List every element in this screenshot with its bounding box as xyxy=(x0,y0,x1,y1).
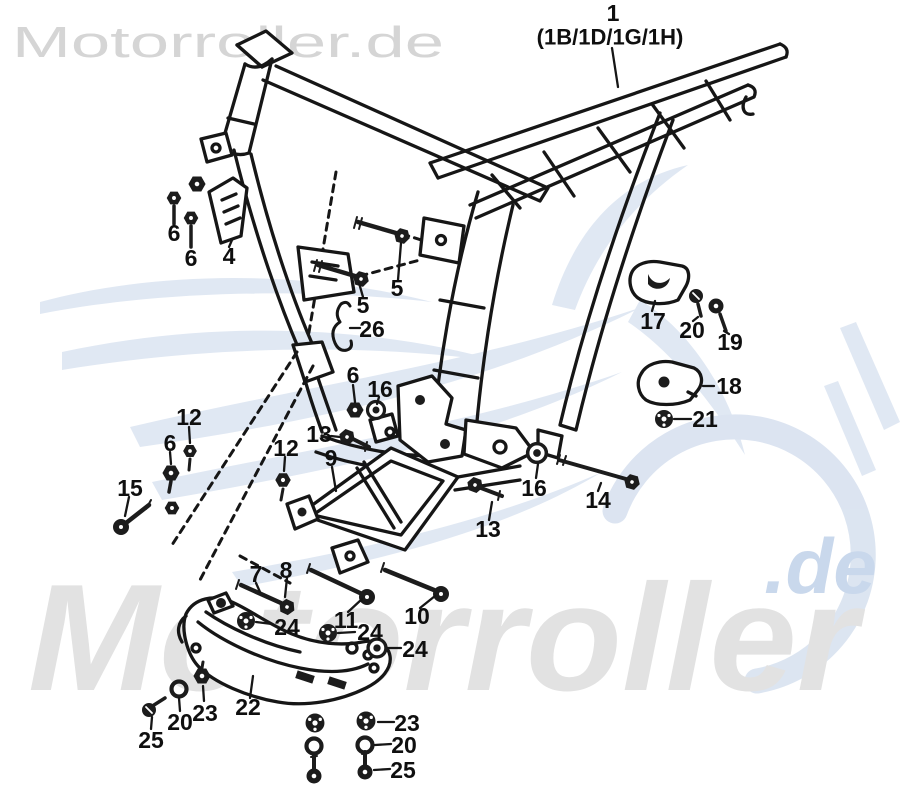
part-16-nut-right xyxy=(525,441,549,465)
part-label-4-2: 4 xyxy=(223,243,236,269)
part-label-16-12: 16 xyxy=(367,376,393,402)
part-13-bolt-right xyxy=(465,475,504,501)
part-label-10-25: 10 xyxy=(404,603,430,629)
spine-brackets xyxy=(296,216,466,302)
part-label-24-26: 24 xyxy=(274,614,300,640)
watermark-big-text: Motorroller xyxy=(28,553,866,723)
part-6-bolt xyxy=(166,176,206,249)
frame-drawing xyxy=(170,29,789,706)
part-label-20-31: 20 xyxy=(167,709,193,735)
watermark-top-logo: Motorroller.de xyxy=(12,18,444,67)
frame-variant-codes: (1B/1D/1G/1H) xyxy=(537,25,684,50)
part-6-bolt-lower xyxy=(162,465,180,515)
part-label-5-3: 5 xyxy=(391,275,404,301)
part-label-12-13: 12 xyxy=(176,404,202,430)
part-label-15-18: 15 xyxy=(117,475,143,501)
mid-tubes xyxy=(430,190,515,447)
fastener-column-a xyxy=(306,713,325,784)
part-label-24-28: 24 xyxy=(402,636,428,662)
part-label-20-34: 20 xyxy=(391,732,417,758)
part-17-bracket xyxy=(628,259,691,306)
part-label-23-30: 23 xyxy=(192,700,218,726)
footrest-frame xyxy=(285,446,522,575)
part-label-14-20: 14 xyxy=(585,487,611,513)
part-4-bracket xyxy=(207,176,249,245)
part-label-6-0: 6 xyxy=(168,220,181,246)
part-label-1-header: 1 xyxy=(607,0,620,26)
part-label-21-10: 21 xyxy=(692,406,718,432)
part-21-nut xyxy=(655,410,673,428)
part-15-bolt xyxy=(113,499,152,535)
rear-rails xyxy=(428,42,789,220)
part-25-screw-left xyxy=(142,696,167,717)
part-label-26-5: 26 xyxy=(359,316,385,342)
rear-down-tube xyxy=(558,111,675,432)
part-20-screw-top xyxy=(689,289,703,318)
part-label-25-35: 25 xyxy=(390,757,416,783)
part-label-25-32: 25 xyxy=(138,727,164,753)
part-14-bolt xyxy=(556,454,642,491)
part-label-22-29: 22 xyxy=(235,694,261,720)
hardware-layer xyxy=(113,176,728,784)
part-label-23-33: 23 xyxy=(394,710,420,736)
part-label-13-14: 13 xyxy=(306,421,332,447)
part-18-bracket xyxy=(636,359,704,407)
part-10-bolt xyxy=(380,562,449,602)
part-label-12-16: 12 xyxy=(273,435,299,461)
part-label-20-7: 20 xyxy=(679,317,705,343)
part-7-bolt xyxy=(235,579,298,617)
part-6-nut-mid xyxy=(346,402,364,418)
part-label-13-21: 13 xyxy=(475,516,501,542)
part-label-16-19: 16 xyxy=(521,475,547,501)
part-label-5-4: 5 xyxy=(357,292,370,318)
fastener-column-b xyxy=(357,711,376,780)
part-11-bolt xyxy=(306,563,375,605)
part-26-hook xyxy=(331,300,353,352)
part-label-6-11: 6 xyxy=(347,362,360,388)
part-label-11-24: 11 xyxy=(334,607,359,633)
part-label-17-6: 17 xyxy=(640,308,666,334)
spine-tube xyxy=(261,64,550,203)
part-5-bolts xyxy=(313,216,412,288)
engine-cradle xyxy=(368,374,564,470)
part-label-19-8: 19 xyxy=(717,329,743,355)
part-label-6-1: 6 xyxy=(185,245,198,271)
part-label-6-15: 6 xyxy=(164,430,177,456)
part-22-skid-plate xyxy=(176,591,392,706)
part-label-24-27: 24 xyxy=(357,619,383,645)
part-12-stud-left xyxy=(183,444,197,472)
part-24-nut-a xyxy=(237,612,255,630)
steering-head xyxy=(199,29,294,164)
part-label-8-23: 8 xyxy=(280,557,293,583)
part-label-9-17: 9 xyxy=(325,445,338,471)
watermark-de-suffix: .de xyxy=(764,522,877,610)
part-12-stud-right xyxy=(275,473,291,502)
leader-lines xyxy=(123,46,731,772)
part-23-nut-left xyxy=(193,660,211,684)
part-13-bolt-left xyxy=(337,427,371,452)
part-label-18-9: 18 xyxy=(716,373,742,399)
part-19-screw xyxy=(708,298,728,333)
part-label-7-22: 7 xyxy=(250,561,263,587)
